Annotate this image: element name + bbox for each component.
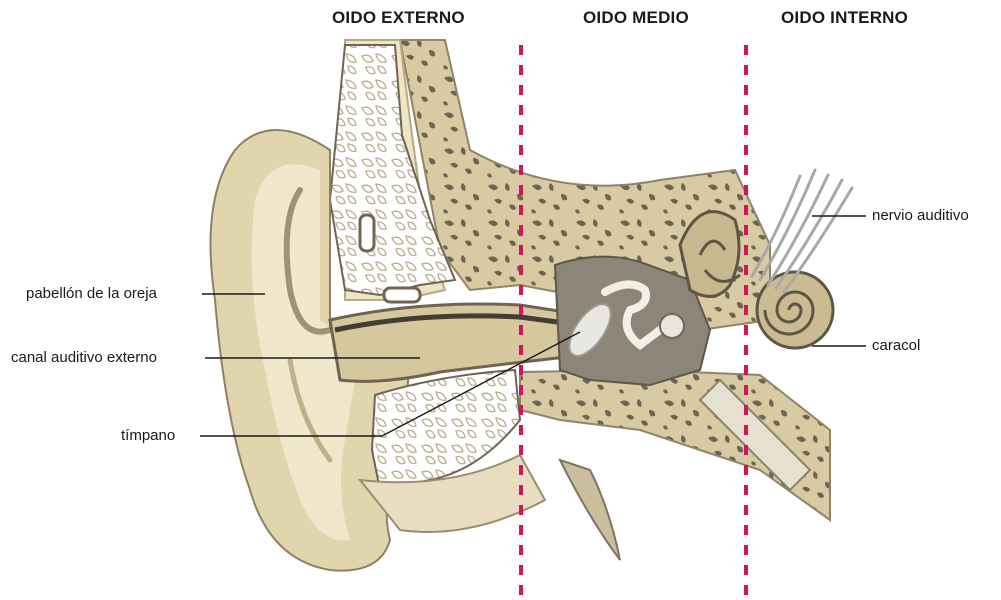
header-middle-ear: OIDO MEDIO bbox=[583, 8, 689, 28]
label-eardrum: tímpano bbox=[121, 427, 175, 444]
label-auditory-nerve: nervio auditivo bbox=[872, 207, 969, 224]
header-outer-ear: OIDO EXTERNO bbox=[332, 8, 465, 28]
label-pinna: pabellón de la oreja bbox=[26, 285, 157, 302]
label-cochlea: caracol bbox=[872, 337, 920, 354]
label-ear-canal: canal auditivo externo bbox=[11, 349, 157, 366]
header-inner-ear: OIDO INTERNO bbox=[781, 8, 908, 28]
